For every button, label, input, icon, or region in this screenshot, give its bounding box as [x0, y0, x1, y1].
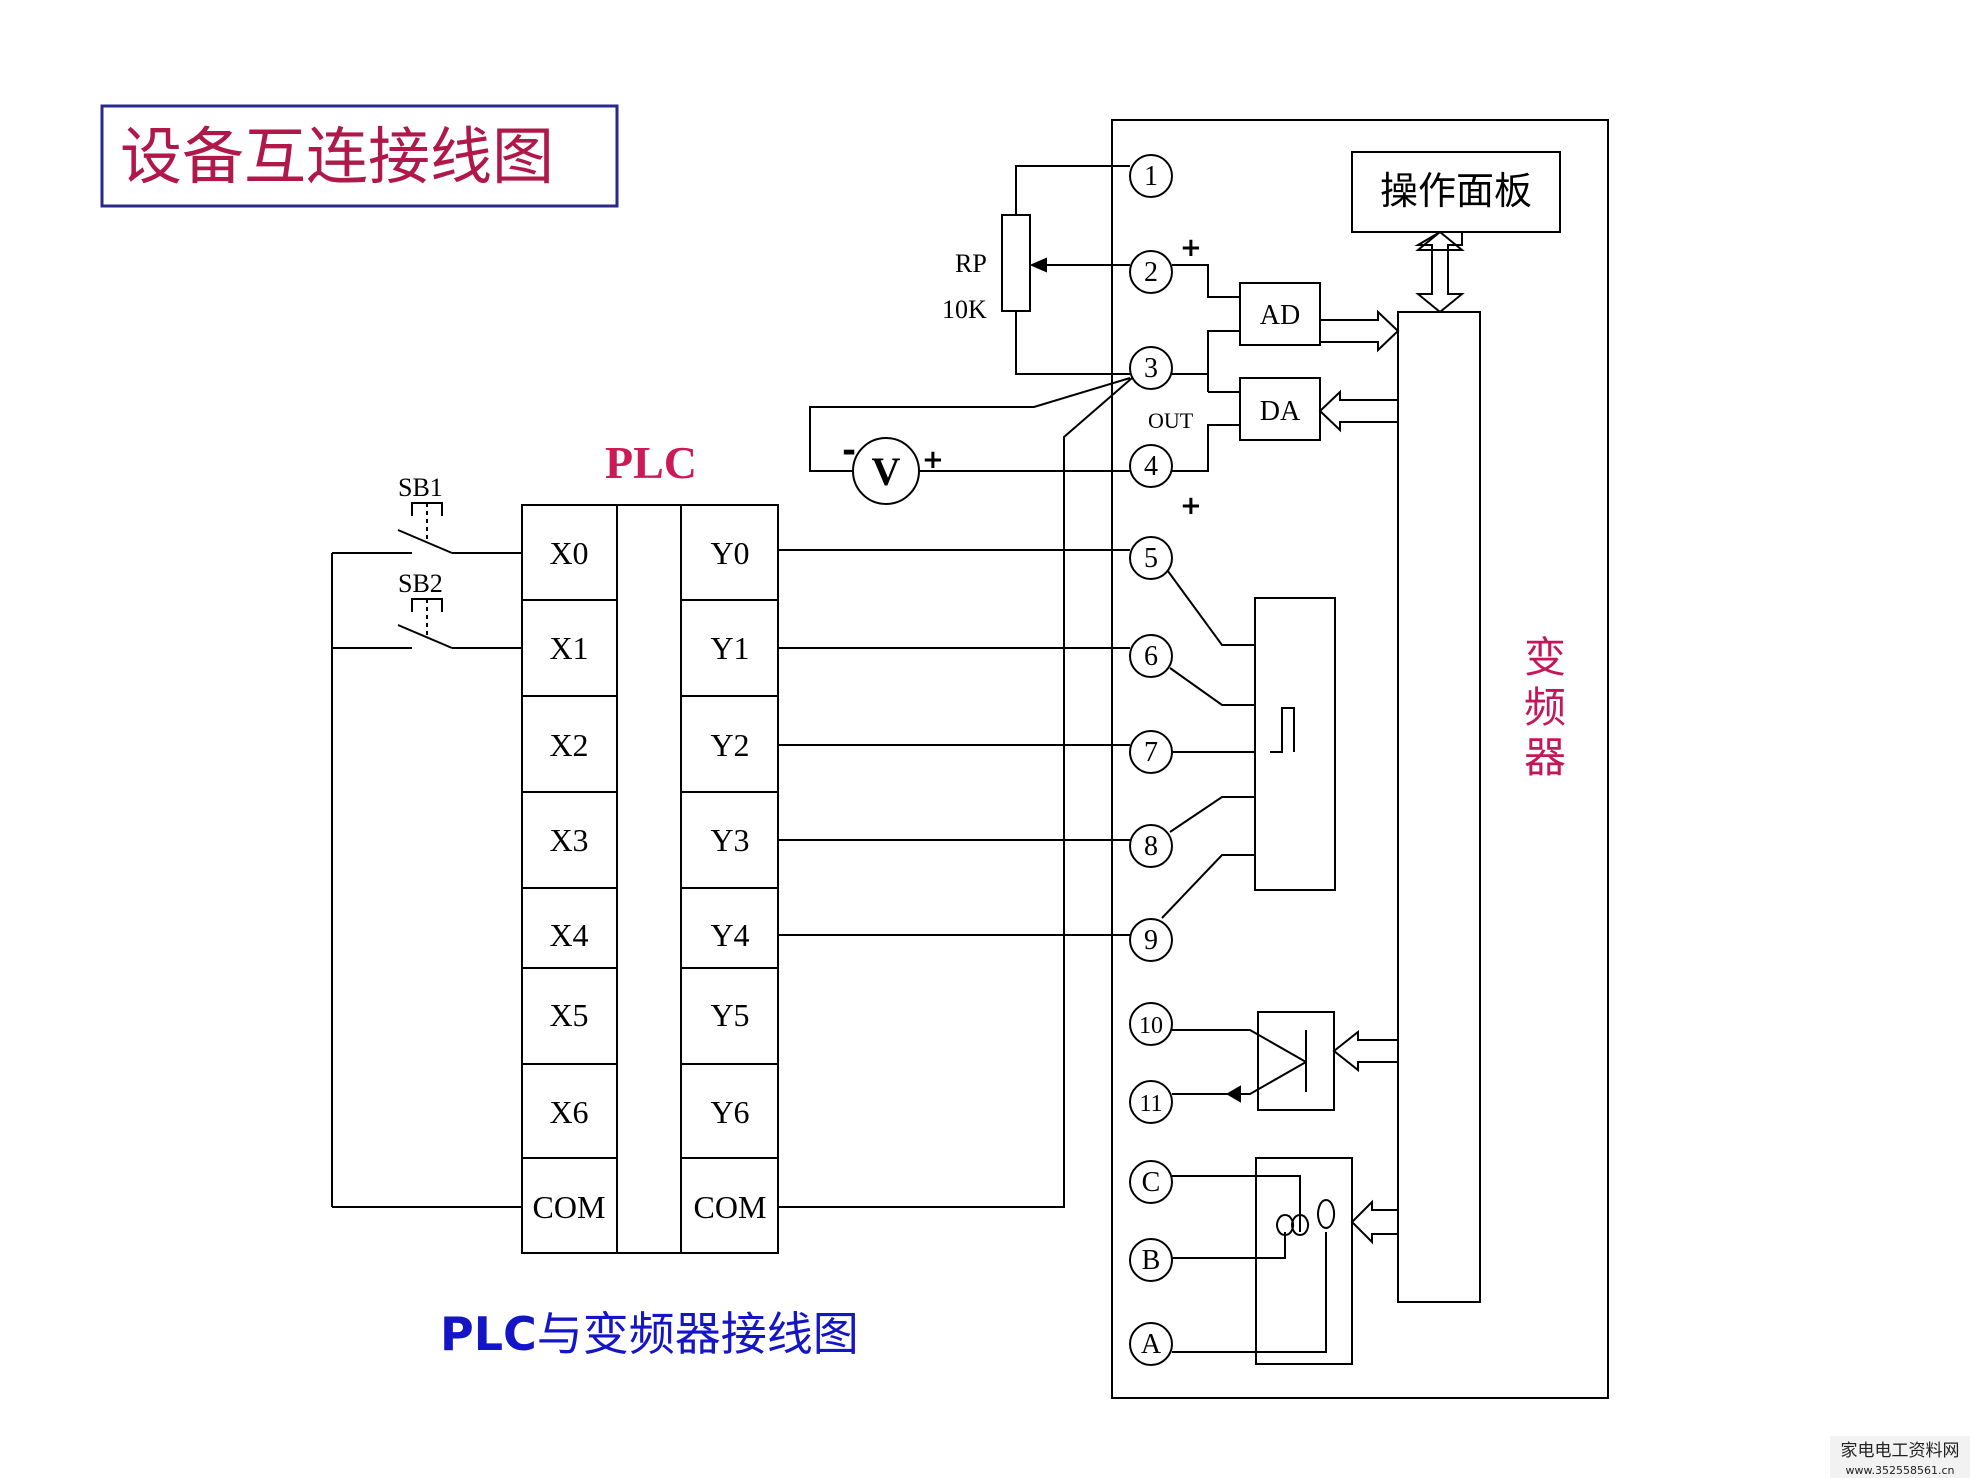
caption-rest: 与变频器接线图	[537, 1309, 859, 1360]
watermark-line2: www.352558561.cn	[1846, 1464, 1955, 1477]
plc-input-x6: X6	[549, 1094, 588, 1130]
voltmeter-plus: +	[922, 445, 944, 475]
switch-sb2-label: SB2	[398, 569, 443, 598]
terminal-11: 11	[1129, 1080, 1173, 1124]
switch-sb1-label: SB1	[398, 473, 443, 502]
plc-output-y2: Y2	[710, 727, 749, 763]
voltmeter-minus: -	[842, 431, 856, 471]
terminal-1: 1	[1129, 154, 1173, 198]
da-plus: +	[1180, 491, 1202, 521]
terminal-b: B	[1129, 1238, 1173, 1282]
plc-input-x3: X3	[549, 822, 588, 858]
plc-input-x1: X1	[549, 630, 588, 666]
terminal-a: A	[1129, 1322, 1173, 1366]
output-wiring	[778, 377, 1133, 1208]
svg-text:C: C	[1142, 1167, 1161, 1198]
svg-text:7: 7	[1144, 737, 1158, 768]
input-wiring	[331, 502, 522, 1208]
watermark-line1: 家电电工资料网	[1841, 1441, 1960, 1461]
pot-value: 10K	[942, 295, 987, 324]
plc-output-y1: Y1	[710, 630, 749, 666]
plc-input-x4: X4	[549, 917, 588, 953]
plc-input-x0: X0	[549, 535, 588, 571]
voltmeter	[809, 377, 1131, 505]
terminal-10: 10	[1129, 1002, 1173, 1046]
terminal-2: 2	[1129, 250, 1173, 294]
caption-bold: PLC	[440, 1307, 537, 1361]
diagram-title: 设备互连接线图	[120, 124, 554, 192]
svg-text:3: 3	[1144, 353, 1158, 384]
terminal-9: 9	[1129, 918, 1173, 962]
ad-da-wiring	[1172, 264, 1400, 472]
input-block	[1161, 562, 1336, 919]
ad-label: AD	[1260, 300, 1300, 331]
svg-text:B: B	[1142, 1245, 1161, 1276]
plc-block	[521, 504, 779, 1254]
terminal-8: 8	[1129, 824, 1173, 868]
plc-output-y0: Y0	[710, 535, 749, 571]
potentiometer	[1001, 165, 1130, 375]
plc-input-x5: X5	[549, 997, 588, 1033]
svg-text:器: 器	[1524, 736, 1566, 782]
svg-text:变: 变	[1524, 635, 1566, 682]
svg-text:5: 5	[1144, 543, 1158, 574]
terminal-6: 6	[1129, 634, 1173, 678]
terminal-7: 7	[1129, 730, 1173, 774]
ad-plus: +	[1180, 233, 1202, 263]
terminal-3: 3	[1129, 346, 1173, 390]
svg-text:A: A	[1141, 1329, 1162, 1360]
terminal-5: 5	[1129, 536, 1173, 580]
svg-text:11: 11	[1139, 1091, 1162, 1117]
svg-text:8: 8	[1144, 831, 1158, 862]
plc-output-y3: Y3	[710, 822, 749, 858]
inverter-bus	[1397, 311, 1481, 1303]
plc-output-y6: Y6	[710, 1094, 749, 1130]
caption: PLC与变频器接线图	[440, 1307, 859, 1361]
transistor-block	[1172, 1011, 1399, 1111]
svg-text:4: 4	[1144, 451, 1158, 482]
terminal-4: 4	[1129, 444, 1173, 488]
inverter-label: 变 频 器	[1524, 635, 1566, 782]
title-box: 设备互连接线图	[100, 104, 619, 208]
voltmeter-symbol: V	[872, 449, 901, 494]
panel-bus-arrow	[1414, 231, 1465, 314]
plc-input-x2: X2	[549, 727, 588, 763]
terminal-c: C	[1129, 1160, 1173, 1204]
plc-label: PLC	[605, 437, 697, 488]
svg-text:频: 频	[1524, 686, 1566, 732]
inverter-box	[1111, 119, 1609, 1399]
out-label: OUT	[1148, 408, 1194, 433]
watermark: 家电电工资料网 www.352558561.cn	[1830, 1436, 1970, 1478]
svg-text:6: 6	[1144, 641, 1158, 672]
svg-text:9: 9	[1144, 925, 1158, 956]
svg-text:1: 1	[1144, 161, 1158, 192]
plc-output-com: COM	[694, 1189, 767, 1225]
plc-output-y5: Y5	[710, 997, 749, 1033]
plc-output-y4: Y4	[710, 917, 749, 953]
svg-text:10: 10	[1139, 1013, 1163, 1039]
operation-panel-label: 操作面板	[1380, 171, 1532, 213]
svg-text:2: 2	[1144, 257, 1158, 288]
relay-block	[1172, 1157, 1399, 1365]
pot-name: RP	[955, 249, 987, 278]
plc-input-com: COM	[533, 1189, 606, 1225]
da-label: DA	[1260, 396, 1301, 427]
